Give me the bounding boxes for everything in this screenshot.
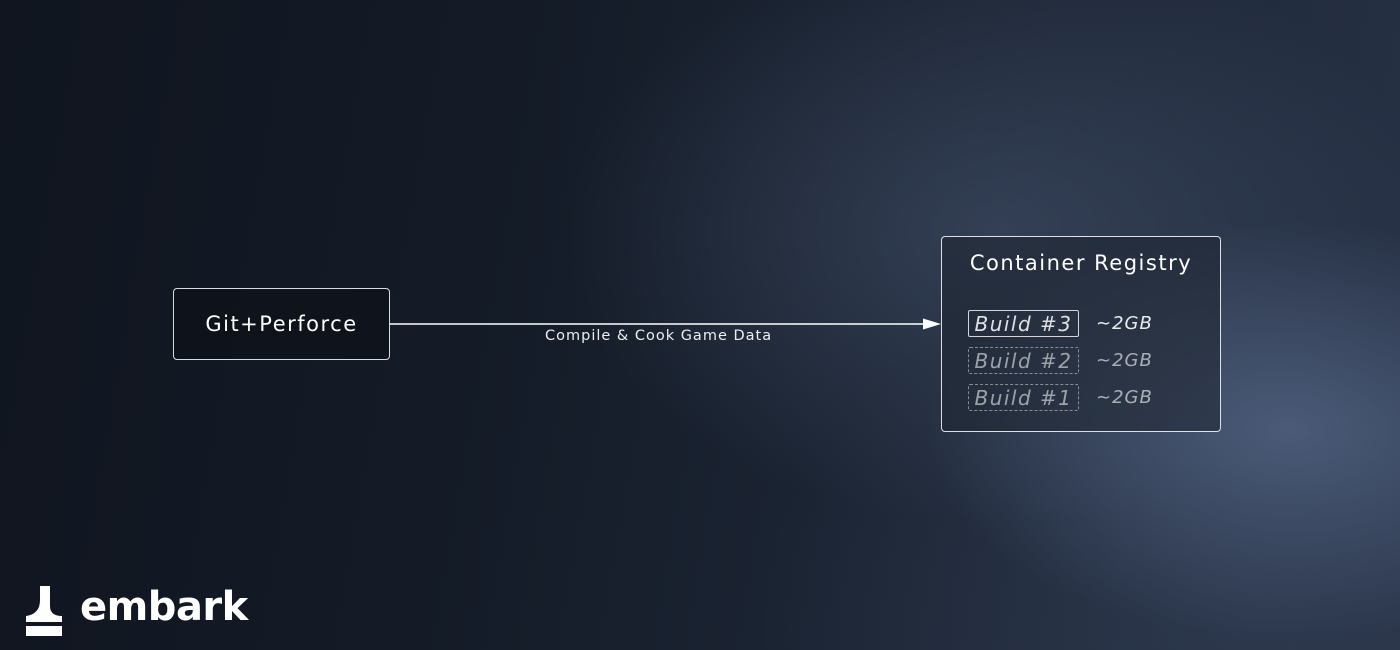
build-1-size: ~2GB: [1096, 387, 1153, 408]
git-perforce-label: Git+Perforce: [205, 312, 358, 336]
flow-arrow-head: [923, 318, 941, 330]
build-1-box: Build #1: [968, 384, 1079, 411]
embark-logo-icon: [26, 586, 62, 636]
edge-label: Compile & Cook Game Data: [545, 328, 773, 344]
build-row-3: Build #3 ~2GB: [968, 310, 1153, 337]
build-2-box: Build #2: [968, 347, 1079, 374]
build-row-2: Build #2 ~2GB: [968, 347, 1153, 374]
build-2-size: ~2GB: [1096, 350, 1153, 371]
embark-logo: embark: [26, 586, 248, 636]
embark-wordmark: embark: [80, 584, 248, 630]
build-row-1: Build #1 ~2GB: [968, 384, 1153, 411]
build-3-box: Build #3: [968, 310, 1079, 337]
container-registry-title: Container Registry: [969, 251, 1193, 275]
build-3-size: ~2GB: [1096, 313, 1153, 334]
container-registry-node: Container Registry Build #3 ~2GB Build #…: [941, 236, 1221, 432]
git-perforce-node: Git+Perforce: [173, 288, 390, 360]
